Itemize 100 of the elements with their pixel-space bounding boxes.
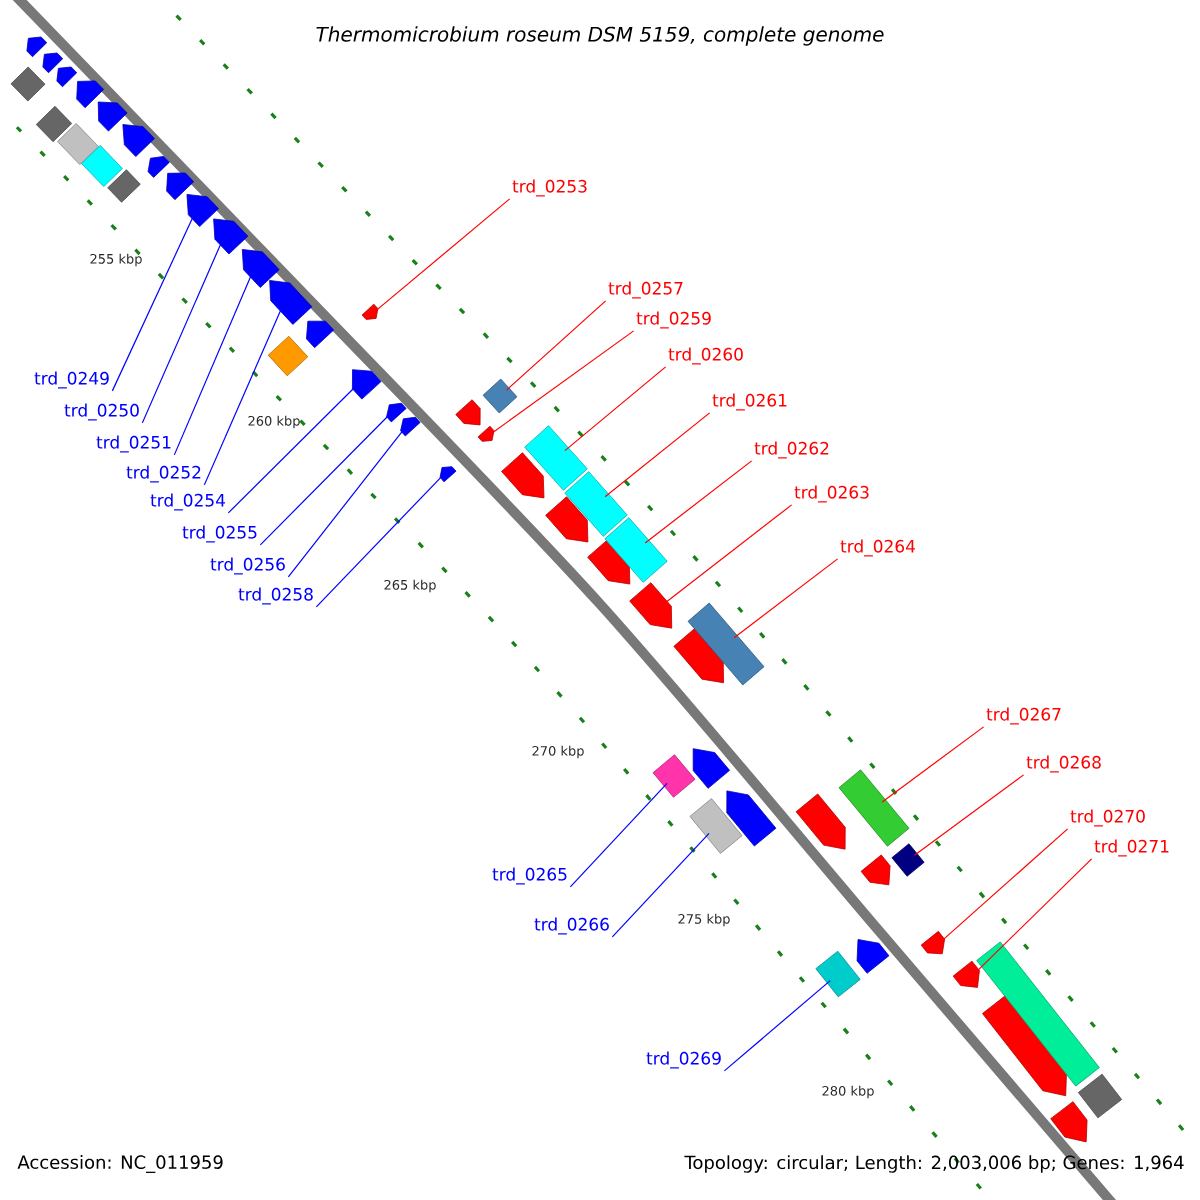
gene-pentagon xyxy=(860,854,891,886)
gene-pentagon xyxy=(920,930,945,955)
gene-pentagon xyxy=(673,627,724,684)
gene-label: trd_0261 xyxy=(712,393,787,411)
gene-pentagon xyxy=(213,218,249,255)
gene-block xyxy=(815,950,861,998)
gene-block xyxy=(838,769,910,847)
leader-line xyxy=(941,828,1069,942)
gene-pentagon xyxy=(952,960,980,988)
gene-label: trd_0253 xyxy=(512,179,587,197)
gene-block xyxy=(524,425,588,491)
gene-pentagon xyxy=(42,52,64,74)
gene-label: trd_0260 xyxy=(668,347,743,365)
leader-line xyxy=(315,475,443,608)
gene-pentagon xyxy=(361,303,379,320)
leader-line xyxy=(723,980,831,1072)
leader-line xyxy=(259,414,390,546)
gene-block xyxy=(687,602,765,686)
gene-label: trd_0251 xyxy=(96,435,171,453)
leader-line xyxy=(376,198,511,311)
gene-block xyxy=(976,941,1100,1087)
leader-line xyxy=(141,240,223,424)
gene-pentagon xyxy=(1050,1101,1088,1143)
gene-block xyxy=(81,145,123,187)
gene-label: trd_0267 xyxy=(986,707,1061,725)
accession-text: Accession: NC_011959 xyxy=(17,1155,223,1173)
leader-line xyxy=(611,832,710,938)
gene-pentagon xyxy=(186,194,219,227)
leader-line xyxy=(604,412,711,498)
leader-line xyxy=(975,858,1093,973)
gene-label: trd_0250 xyxy=(64,403,139,421)
gene-block xyxy=(564,471,628,537)
gene-pentagon xyxy=(692,748,730,789)
gene-pentagon xyxy=(545,496,589,543)
gene-label: trd_0262 xyxy=(754,441,829,459)
gene-label: trd_0252 xyxy=(126,465,201,483)
gene-label: trd_0270 xyxy=(1070,809,1145,827)
gene-pentagon xyxy=(122,124,155,157)
gene-label: trd_0257 xyxy=(608,281,683,299)
genome-info: Topology: circular; Length: 2,003,006 bp; Genes: 1,964 xyxy=(684,1155,1184,1173)
leader-line xyxy=(227,386,356,514)
gene-label: trd_0259 xyxy=(636,311,711,329)
gene-block xyxy=(689,798,743,854)
gene-label: trd_0249 xyxy=(34,371,109,389)
leader-line xyxy=(881,726,985,803)
gene-pentagon xyxy=(856,939,890,974)
leader-line xyxy=(111,214,195,392)
gene-pentagon xyxy=(400,416,421,437)
gene-pentagon xyxy=(241,249,280,288)
gene-pentagon xyxy=(439,466,457,483)
gene-pentagon xyxy=(97,101,128,132)
gene-pentagon xyxy=(455,399,481,426)
leader-line xyxy=(287,429,405,578)
gene-block xyxy=(10,66,46,102)
gene-pentagon xyxy=(726,790,777,847)
leader-line xyxy=(644,460,753,544)
gene-label: trd_0265 xyxy=(492,867,567,885)
gene-label: trd_0255 xyxy=(182,525,257,543)
gene-block xyxy=(107,169,141,203)
leader-line xyxy=(173,272,253,456)
gene-pentagon xyxy=(56,66,78,88)
gene-label: trd_0271 xyxy=(1094,839,1169,857)
gene-pentagon xyxy=(982,994,1067,1097)
leader-line xyxy=(733,558,839,639)
gene-pentagon xyxy=(352,369,382,400)
leader-line xyxy=(203,306,283,486)
gene-pentagon xyxy=(795,793,846,850)
gene-label: trd_0256 xyxy=(210,557,285,575)
leader-line xyxy=(505,300,607,391)
gene-block xyxy=(57,123,99,165)
gene-pentagon xyxy=(147,156,170,178)
gene-block xyxy=(652,754,696,798)
gene-pentagon xyxy=(501,452,545,499)
gene-block xyxy=(604,517,668,583)
gene-block xyxy=(267,335,309,377)
gene-pentagon xyxy=(269,280,313,325)
gene-pentagon xyxy=(477,425,495,442)
gene-label: trd_0258 xyxy=(238,587,313,605)
gene-block xyxy=(1077,1073,1123,1119)
gene-block xyxy=(482,378,518,414)
gene-label: trd_0269 xyxy=(646,1051,721,1069)
leader-line xyxy=(569,782,668,888)
gene-label: trd_0268 xyxy=(1026,755,1101,773)
leader-line xyxy=(492,330,635,434)
gene-block xyxy=(891,843,925,877)
gene-block xyxy=(35,105,73,143)
leader-line xyxy=(913,774,1025,856)
gene-label: trd_0266 xyxy=(534,917,609,935)
gene-pentagon xyxy=(386,402,407,423)
gene-pentagon xyxy=(76,80,105,109)
leader-line xyxy=(564,366,667,452)
gene-pentagon xyxy=(166,172,195,201)
title: Thermomicrobium roseum DSM 5159, complete genome xyxy=(316,26,884,46)
gene-pentagon xyxy=(587,538,631,585)
gene-label: trd_0263 xyxy=(794,485,869,503)
gene-pentagon xyxy=(629,582,673,629)
gene-label: trd_0254 xyxy=(150,493,225,511)
gene-pentagon xyxy=(306,320,335,349)
leader-line xyxy=(663,504,793,605)
gene-label: trd_0264 xyxy=(840,539,915,557)
